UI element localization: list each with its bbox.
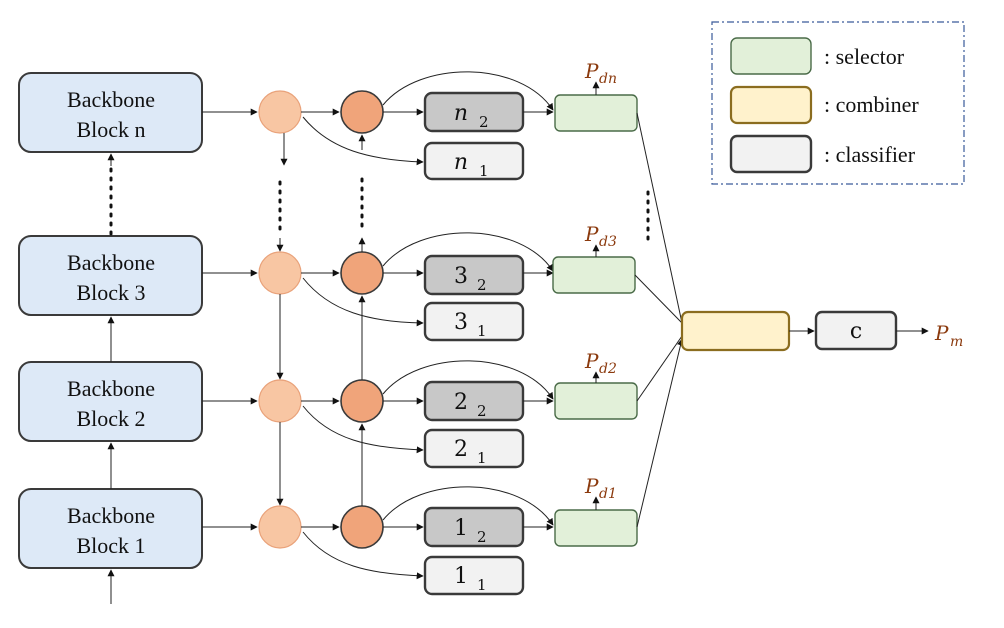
classifier-upper-sub: 2 (479, 113, 489, 131)
skip-arrow-to-selector (382, 486, 554, 526)
skip-arrow-to-selector (382, 71, 554, 111)
combiner (680, 310, 791, 352)
selector-1-to-combiner (636, 338, 684, 528)
selector (554, 382, 638, 420)
arrow-to-lower-classifier (302, 116, 424, 166)
backbone-block-2: Backbone Block 2 (18, 361, 203, 442)
skip-arrow-to-selector (382, 360, 554, 400)
final-output-base: P (934, 321, 949, 345)
row-2: 2 2 2 1 P d2 (202, 349, 638, 469)
top-down-node (258, 251, 302, 295)
selector-output-sub: d2 (599, 361, 617, 377)
classifier-upper (423, 506, 525, 548)
backbone-block-box (18, 235, 203, 316)
top-down-node (258, 379, 302, 423)
selector-output-sub: d1 (599, 486, 617, 502)
classifier-lower-sub: 1 (477, 576, 487, 594)
classifier-lower (423, 141, 525, 181)
selector-output-sub: dn (599, 71, 617, 87)
top-down-pathway (276, 133, 288, 506)
legend-selector-label: : selector (824, 44, 905, 69)
row-1: 1 2 1 1 P d1 (202, 474, 638, 596)
combiner-stage: c P m (680, 310, 963, 352)
row-n: n 2 n 1 P dn (202, 59, 638, 181)
classifier-upper-sub: 2 (477, 528, 487, 546)
selector (552, 256, 636, 294)
legend-combiner-swatch (729, 85, 813, 125)
classifier-upper-sub: 2 (477, 276, 487, 294)
classifier-upper (423, 91, 525, 133)
classifier-lower-sub: 1 (477, 449, 487, 467)
skip-arrow-to-selector (382, 232, 554, 272)
backbone-block-3: Backbone Block 3 (18, 235, 203, 316)
classifier-lower (423, 555, 525, 596)
classifier-upper-sub: 2 (477, 402, 487, 420)
classifier-upper-base: n (454, 101, 468, 126)
selector-output-sub: d3 (599, 234, 617, 250)
selector-output-base: P (584, 59, 599, 83)
classifier-lower (423, 428, 525, 469)
arrow-to-lower-classifier (302, 277, 424, 327)
selector (554, 94, 638, 132)
classifier-upper (423, 254, 525, 296)
selector-to-combiner-arrows (634, 112, 684, 528)
selector-n-to-combiner (636, 112, 683, 324)
backbone-label-line1: Backbone (67, 376, 155, 401)
backbone-block-n: Backbone Block n (18, 72, 203, 153)
classifier-upper-base: 1 (454, 516, 468, 541)
classifier-lower-base: n (454, 150, 468, 175)
bottom-up-node (340, 90, 384, 134)
legend-combiner-label: : combiner (824, 92, 919, 117)
backbone-label-line1: Backbone (67, 250, 155, 275)
backbone-label-line1: Backbone (67, 503, 155, 528)
classifier-upper (423, 380, 525, 422)
selector (554, 509, 638, 547)
legend-classifier-swatch (729, 134, 813, 174)
selector-output-base: P (584, 222, 599, 246)
bottom-up-node (340, 505, 384, 549)
selector-output-base: P (584, 349, 599, 373)
bottom-up-node (340, 251, 384, 295)
classifier-lower-base: 1 (454, 564, 468, 589)
classifier-lower-sub: 1 (479, 162, 489, 180)
backbone-block-1: Backbone Block 1 (18, 488, 203, 569)
classifier-lower (423, 301, 525, 342)
top-down-node (258, 505, 302, 549)
backbone-label-line2: Block 3 (76, 280, 145, 305)
legend: : selector : combiner : classifier (711, 21, 965, 185)
legend-selector-swatch (730, 37, 812, 75)
selector-3-to-combiner (634, 274, 683, 324)
backbone-label-line2: Block n (76, 117, 145, 142)
classifier-lower-sub: 1 (477, 322, 487, 340)
final-classifier-label: c (850, 319, 862, 344)
legend-classifier-label: : classifier (824, 142, 916, 167)
legend-frame (711, 21, 965, 185)
backbone-label-line2: Block 2 (76, 406, 145, 431)
classifier-lower-base: 2 (454, 437, 468, 462)
backbone-label-line2: Block 1 (76, 533, 145, 558)
classifier-upper-base: 3 (454, 264, 468, 289)
row-3: 3 2 3 1 P d3 (202, 222, 636, 342)
final-output-sub: m (950, 334, 963, 350)
classifier-lower-base: 3 (454, 310, 468, 335)
arrow-to-lower-classifier (302, 405, 424, 454)
selector-2-to-combiner (636, 335, 683, 402)
classifier-upper-base: 2 (454, 390, 468, 415)
bottom-up-node (340, 379, 384, 423)
backbone-label-line1: Backbone (67, 87, 155, 112)
arrow-to-lower-classifier (302, 531, 424, 580)
top-down-node (258, 90, 302, 134)
selector-output-base: P (584, 474, 599, 498)
